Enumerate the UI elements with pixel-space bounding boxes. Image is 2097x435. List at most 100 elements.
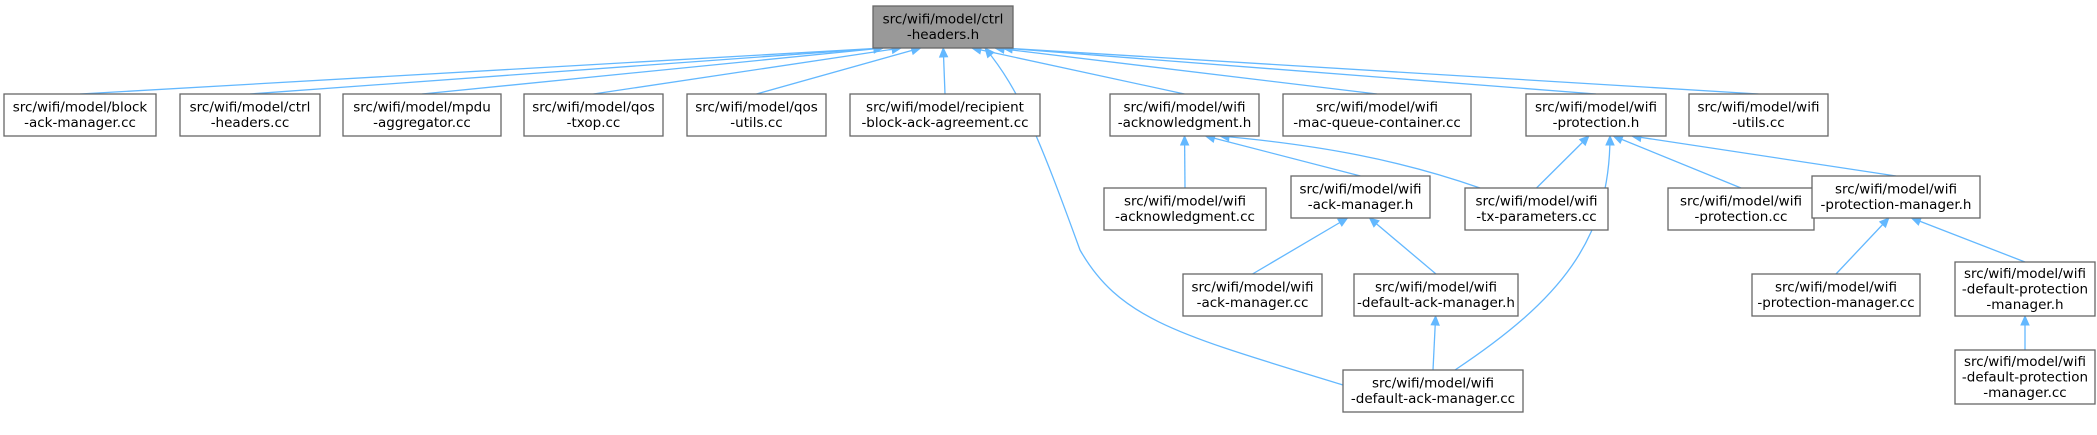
edge-n13-to-n9 (1536, 135, 1590, 189)
edge-arrowhead (1368, 217, 1380, 228)
node-label-line: src/wifi/model/wifi (1372, 376, 1494, 392)
edge-line (1219, 135, 1481, 189)
node-label-line: -utils.cc (1732, 115, 1784, 131)
node-n12[interactable]: src/wifi/model/wifi-ack-manager.h (1290, 175, 1431, 219)
node-n16[interactable]: src/wifi/model/wifi-ack-manager.cc (1182, 273, 1323, 317)
node-box (1282, 93, 1472, 137)
node-label-line: -protection.cc (1695, 209, 1788, 225)
node-label-line: -headers.h (907, 27, 979, 43)
edge-line (1911, 217, 2026, 263)
node-n7[interactable]: src/wifi/model/wifi-acknowledgment.h (1109, 93, 1260, 137)
node-label-line: -txop.cc (567, 115, 621, 131)
node-n21[interactable]: src/wifi/model/wifi-default-protection-m… (1954, 349, 2096, 405)
node-n1[interactable]: src/wifi/model/block-ack-manager.cc (3, 93, 157, 137)
edge-n19-to-n15 (1910, 216, 2026, 263)
node-label-line: src/wifi/model/ctrl (190, 100, 311, 116)
edge-line (593, 47, 902, 95)
node-box (1290, 175, 1431, 219)
edge-line (1835, 217, 1890, 275)
node-label-line: -ack-manager.h (1308, 197, 1414, 213)
edge-n21-to-n19 (2020, 314, 2030, 350)
edge-line (1002, 47, 1759, 95)
edge-n17-to-n12 (1368, 217, 1437, 275)
node-label-line: -ack-manager.cc (24, 115, 136, 131)
node-box (1109, 93, 1260, 137)
node-box (849, 93, 1041, 137)
node-label-line: -acknowledgment.h (1118, 115, 1252, 131)
edge-arrowhead (1430, 314, 1440, 326)
node-label-line: -headers.cc (211, 115, 290, 131)
node-label-line: src/wifi/model/block (13, 100, 148, 116)
edge-line (1613, 135, 1742, 189)
node-n19[interactable]: src/wifi/model/wifi-default-protection-m… (1954, 261, 2096, 317)
edge-arrowhead (1336, 217, 1349, 227)
node-label-line: -default-protection (1962, 369, 2088, 385)
edge-line (1369, 217, 1437, 275)
node-label-line: -protection.h (1553, 115, 1640, 131)
node-n9[interactable]: src/wifi/model/wifi-protection.h (1525, 93, 1667, 137)
node-label-line: src/wifi/model/wifi (1535, 100, 1657, 116)
node-label-line: src/wifi/model/wifi (1775, 280, 1897, 296)
edge-arrowhead (1605, 134, 1615, 146)
node-root[interactable]: src/wifi/model/ctrl-headers.h (872, 5, 1014, 49)
node-n3[interactable]: src/wifi/model/mpdu-aggregator.cc (342, 93, 502, 137)
edge-line (1205, 135, 1361, 177)
node-box (1688, 93, 1829, 137)
edge-arrowhead (2020, 314, 2030, 326)
edge-n20-to-n17 (1430, 314, 1440, 371)
node-n5[interactable]: src/wifi/model/qos-utils.cc (686, 93, 827, 137)
node-box (1342, 369, 1524, 413)
edge-arrowhead (938, 46, 949, 58)
node-label-line: -manager.cc (1983, 385, 2066, 401)
node-label-line: src/wifi/model/qos (532, 100, 655, 116)
node-label-line: -protection-manager.cc (1757, 295, 1914, 311)
nodes-layer: src/wifi/model/ctrl-headers.hsrc/wifi/mo… (3, 5, 2096, 413)
node-n2[interactable]: src/wifi/model/ctrl-headers.cc (179, 93, 321, 137)
node-n14[interactable]: src/wifi/model/wifi-protection.cc (1667, 187, 1815, 231)
node-box (686, 93, 827, 137)
edge-line (1454, 135, 1611, 371)
edge-line (995, 47, 1378, 95)
edge-arrowhead (984, 47, 995, 59)
node-n18[interactable]: src/wifi/model/wifi-protection-manager.c… (1751, 273, 1921, 317)
node-label-line: -aggregator.cc (373, 115, 471, 131)
node-label-line: -utils.cc (730, 115, 782, 131)
node-n20[interactable]: src/wifi/model/wifi-default-ack-manager.… (1342, 369, 1524, 413)
node-box (179, 93, 321, 137)
node-label-line: src/wifi/model/ctrl (883, 12, 1004, 28)
node-n4[interactable]: src/wifi/model/qos-txop.cc (523, 93, 664, 137)
edge-n20-to-n9 (1454, 134, 1615, 371)
node-n13[interactable]: src/wifi/model/wifi-tx-parameters.cc (1464, 187, 1609, 231)
edge-line (421, 47, 884, 95)
node-label-line: src/wifi/model/wifi (1124, 100, 1246, 116)
edge-n15-to-n9 (1630, 132, 1897, 177)
node-n6[interactable]: src/wifi/model/recipient-block-ack-agree… (849, 93, 1041, 137)
edge-line (971, 47, 1185, 95)
edge-arrowhead (1612, 135, 1624, 145)
node-label-line: src/wifi/model/wifi (1300, 182, 1422, 198)
edge-line (1536, 135, 1590, 189)
edge-line (756, 47, 921, 95)
edge-line (79, 47, 884, 95)
node-label-line: -manager.h (1986, 297, 2063, 313)
node-n8[interactable]: src/wifi/model/wifi-mac-queue-container.… (1282, 93, 1472, 137)
node-label-line: -mac-queue-container.cc (1293, 115, 1461, 131)
node-box (3, 93, 157, 137)
node-label-line: -block-ack-agreement.cc (861, 115, 1028, 131)
node-box (1464, 187, 1609, 231)
node-box (523, 93, 664, 137)
node-label-line: src/wifi/model/wifi (1680, 194, 1802, 210)
node-label-line: -default-ack-manager.cc (1351, 391, 1515, 407)
node-box (1353, 273, 1519, 317)
node-box (1182, 273, 1323, 317)
node-n11[interactable]: src/wifi/model/wifi-acknowledgment.cc (1103, 187, 1267, 231)
edge-line (249, 47, 884, 95)
node-box (1954, 349, 2096, 405)
node-n15[interactable]: src/wifi/model/wifi-protection-manager.h (1811, 175, 1981, 219)
node-label-line: -acknowledgment.cc (1115, 209, 1255, 225)
edge-n16-to-n12 (1252, 217, 1349, 275)
node-label-line: src/wifi/model/wifi (1964, 266, 2086, 282)
node-n10[interactable]: src/wifi/model/wifi-utils.cc (1688, 93, 1829, 137)
node-n17[interactable]: src/wifi/model/wifi-default-ack-manager.… (1353, 273, 1519, 317)
node-box (1811, 175, 1981, 219)
